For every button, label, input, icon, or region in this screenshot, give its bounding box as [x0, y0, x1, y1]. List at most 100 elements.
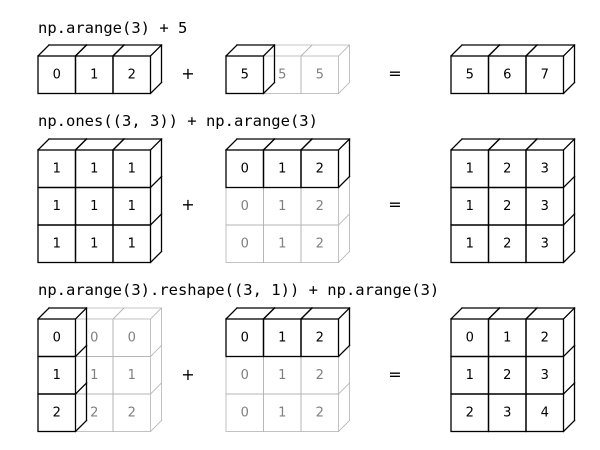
cell-value: 2: [90, 405, 98, 420]
broadcast-cell-r2-c0: 0: [225, 224, 264, 263]
cell-edge: [562, 175, 576, 189]
cell-edge: [74, 382, 88, 395]
cell-face: [525, 224, 565, 264]
array-cell-r0-c0: 0: [37, 307, 88, 358]
row-3-plus-sign: +: [181, 365, 194, 384]
cell-value: 2: [128, 405, 136, 420]
cell-value: 2: [503, 236, 511, 251]
broadcast-cell-r0-c2: 5: [300, 44, 351, 95]
cell-edge: [112, 307, 125, 320]
cell-edge: [74, 44, 88, 57]
array-cell-r2-c0: 2: [37, 382, 88, 433]
array-cell-r2-c1: 2: [487, 224, 527, 264]
cell-value: 5: [241, 67, 249, 82]
cell-edge: [149, 307, 163, 320]
array-cell-r0-c2: 2: [525, 307, 576, 358]
array-cell-r1-c1: 2: [487, 186, 527, 226]
array-cell-r1-c1: 2: [487, 355, 527, 395]
cell-value: 3: [541, 368, 549, 383]
cell-edge: [74, 138, 88, 151]
cell-value: 1: [466, 236, 474, 251]
cell-edge: [337, 138, 351, 151]
cell-value: 2: [316, 199, 324, 214]
array-cell-r1-c2: 1: [112, 175, 163, 226]
array-cell-r2-c0: 2: [450, 393, 490, 433]
cell-edge: [149, 213, 163, 226]
cell-value: 7: [541, 67, 549, 82]
cell-edge: [562, 382, 576, 395]
row-3: np.arange(3).reshape((3, 1)) + np.arange…: [37, 281, 576, 433]
cell-value: 0: [128, 330, 136, 345]
cell-value: 1: [466, 161, 474, 176]
cell-edge: [337, 307, 351, 320]
cell-edge: [300, 44, 313, 57]
cell-edge: [487, 44, 501, 57]
cell-edge: [525, 138, 538, 151]
cell-value: 1: [128, 368, 136, 383]
cell-edge: [562, 44, 576, 57]
cell-value: 1: [466, 368, 474, 383]
broadcast-cell-r1-c1: 1: [263, 187, 302, 226]
cell-edge: [149, 81, 163, 95]
cell-value: 5: [316, 67, 324, 82]
row-2-plus-sign: +: [181, 195, 194, 214]
cell-edge: [450, 307, 463, 320]
cell-edge: [337, 419, 351, 433]
cell-edge: [337, 250, 351, 264]
array-cell-r0-c2: 3: [525, 138, 576, 189]
cell-value: 2: [316, 330, 324, 345]
cell-face: [300, 55, 339, 94]
cell-edge: [74, 419, 88, 433]
row-1-title: np.arange(3) + 5: [38, 19, 187, 37]
cell-value: 2: [541, 330, 549, 345]
broadcast-cell-r2-c2: 2: [300, 213, 351, 264]
broadcast-cell-r1-c0: 0: [225, 356, 264, 395]
cell-value: 0: [241, 330, 249, 345]
cell-value: 2: [128, 67, 136, 82]
cell-edge: [74, 344, 88, 358]
cell-value: 1: [90, 161, 98, 176]
cell-face: [112, 224, 152, 264]
cell-value: 1: [128, 199, 136, 214]
cell-edge: [562, 419, 576, 433]
cell-value: 0: [241, 236, 249, 251]
array-cell-r2-c1: 1: [74, 224, 114, 264]
cell-edge: [337, 175, 351, 189]
cell-edge: [562, 344, 576, 358]
cell-value: 1: [278, 330, 286, 345]
cell-edge: [337, 213, 351, 226]
cell-edge: [149, 419, 163, 433]
row-2-title: np.ones((3, 3)) + np.arange(3): [38, 112, 318, 130]
cell-edge: [225, 307, 238, 320]
cell-edge: [74, 307, 88, 320]
array-cell-r2-c0: 1: [37, 224, 77, 264]
cell-edge: [300, 307, 313, 320]
cell-edge: [450, 44, 463, 57]
row-2-equals-sign: =: [388, 195, 401, 214]
cell-face: [112, 393, 151, 432]
cell-edge: [149, 250, 163, 264]
cell-value: 2: [316, 236, 324, 251]
cell-edge: [562, 138, 576, 151]
cell-value: 2: [503, 368, 511, 383]
cell-value: 1: [53, 368, 61, 383]
cell-edge: [337, 81, 351, 95]
cell-edge: [337, 44, 351, 57]
broadcast-cell-r2-c1: 1: [263, 224, 302, 263]
array-cell-r0-c2: 7: [525, 44, 576, 95]
array-cell-r2-c2: 3: [525, 213, 576, 264]
cell-face: [300, 149, 340, 189]
cell-edge: [262, 138, 276, 151]
cell-value: 0: [53, 330, 61, 345]
cell-edge: [149, 175, 163, 189]
array-cell-r0-c2: 1: [112, 138, 163, 189]
cell-value: 0: [53, 67, 61, 82]
